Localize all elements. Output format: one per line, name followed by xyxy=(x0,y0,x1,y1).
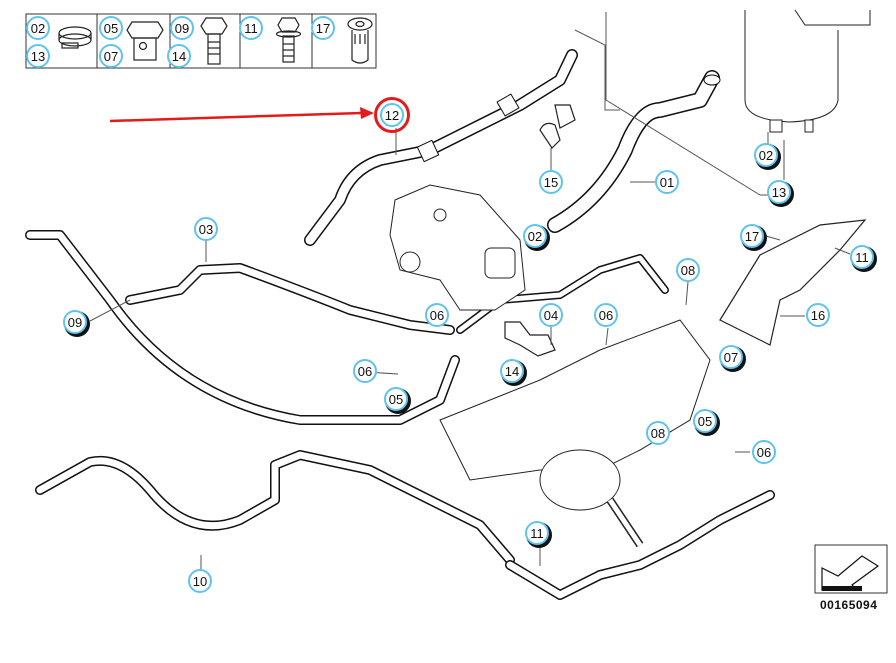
hex-bolt-icon xyxy=(200,17,228,65)
legend-callout-17[interactable]: 17 xyxy=(311,16,335,40)
legend-callout-13[interactable]: 13 xyxy=(26,44,50,68)
clamp-15[interactable] xyxy=(539,104,576,149)
callout-05-right[interactable]: 05 xyxy=(693,409,717,433)
rivet-nut-icon xyxy=(347,17,373,64)
callout-02-hose[interactable]: 02 xyxy=(523,224,547,248)
legend-callout-07[interactable]: 07 xyxy=(99,44,123,68)
callout-09[interactable]: 09 xyxy=(63,310,87,334)
callout-16[interactable]: 16 xyxy=(806,303,830,327)
legend-callout-02[interactable]: 02 xyxy=(26,16,50,40)
hose-03[interactable] xyxy=(125,263,455,335)
legend-callout-09[interactable]: 09 xyxy=(170,16,194,40)
callout-08-upper[interactable]: 08 xyxy=(676,258,700,282)
hose-01[interactable] xyxy=(547,70,721,233)
flange-bolt-icon xyxy=(275,17,302,63)
banjo-bolt-icon xyxy=(126,21,164,61)
callout-14[interactable]: 14 xyxy=(500,359,524,383)
figure-number: 00165094 xyxy=(820,598,878,612)
callout-06-right[interactable]: 06 xyxy=(752,440,776,464)
reservoir[interactable] xyxy=(744,9,871,133)
callout-07[interactable]: 07 xyxy=(719,345,743,369)
callout-01[interactable]: 01 xyxy=(655,170,679,194)
bracket-14[interactable] xyxy=(504,321,556,357)
callout-03[interactable]: 03 xyxy=(194,217,218,241)
callout-12-highlighted[interactable]: 12 xyxy=(374,97,410,133)
callout-10[interactable]: 10 xyxy=(188,569,212,593)
callout-05-left[interactable]: 05 xyxy=(384,387,408,411)
legend-callout-11[interactable]: 11 xyxy=(239,16,263,40)
steering-rack[interactable] xyxy=(439,319,711,548)
highlight-arrow xyxy=(109,107,374,123)
callout-11-lower[interactable]: 11 xyxy=(525,521,549,545)
leader-lines xyxy=(89,12,851,575)
legend-callout-14[interactable]: 14 xyxy=(167,44,191,68)
callout-13[interactable]: 13 xyxy=(767,180,791,204)
hose-09-return[interactable] xyxy=(25,230,460,425)
callout-11-shield[interactable]: 11 xyxy=(850,245,874,269)
legend-callout-05[interactable]: 05 xyxy=(99,16,123,40)
callout-06-left[interactable]: 06 xyxy=(353,359,377,383)
callout-15[interactable]: 15 xyxy=(539,170,563,194)
callout-02-reservoir[interactable]: 02 xyxy=(754,143,778,167)
power-steering-pump[interactable] xyxy=(389,184,526,311)
hose-12[interactable] xyxy=(304,49,578,246)
callout-06-rack[interactable]: 06 xyxy=(594,303,618,327)
callout-17[interactable]: 17 xyxy=(740,224,764,248)
hose-10[interactable] xyxy=(35,450,515,565)
callout-04[interactable]: 04 xyxy=(539,303,563,327)
callout-06-pump[interactable]: 06 xyxy=(425,303,449,327)
callout-08-lower[interactable]: 08 xyxy=(646,421,670,445)
hose-11-lower[interactable] xyxy=(505,490,775,600)
navigation-arrow-icon[interactable] xyxy=(814,544,888,594)
hose-clamp-icon xyxy=(58,26,92,49)
